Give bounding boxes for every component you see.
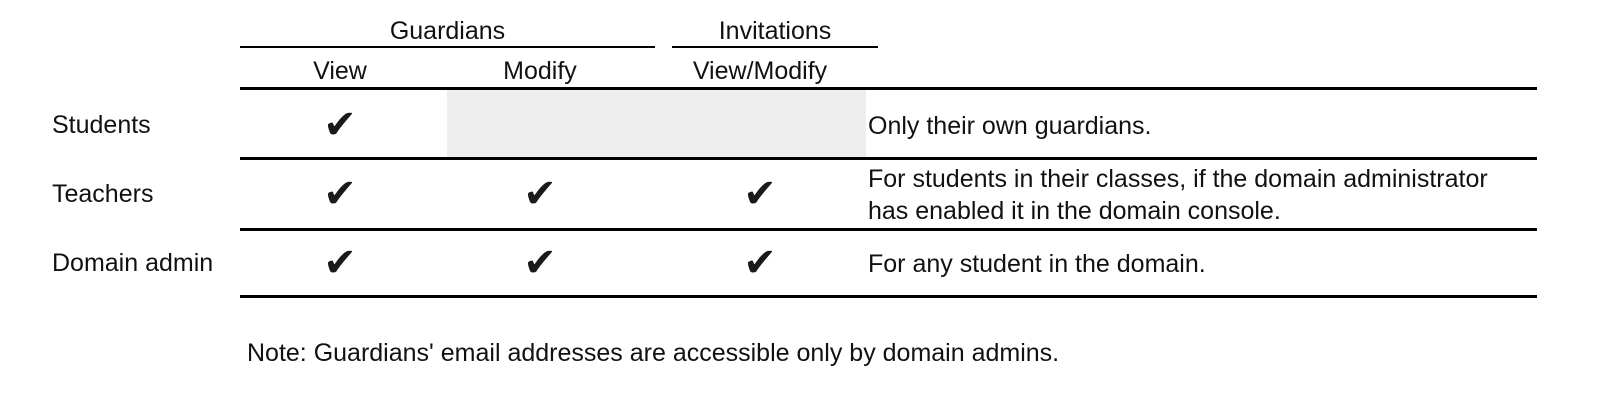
rule-group-guardians: [240, 46, 655, 48]
column-header-invitations-view-modify: View/Modify: [692, 57, 828, 85]
cell-teachers-guardians-view-check: ✔: [323, 171, 357, 217]
column-header-guardians-view: View: [313, 57, 367, 85]
cell-students-description: Only their own guardians.: [868, 112, 1152, 140]
cell-domain-admin-guardians-modify-check: ✔: [523, 240, 557, 286]
cell-teachers-guardians-modify-check: ✔: [523, 171, 557, 217]
rule-header-bottom: [240, 87, 1537, 90]
row-label-domain-admin: Domain admin: [52, 249, 214, 277]
column-group-invitations: Invitations: [718, 17, 832, 45]
rule-row-teachers-bottom: [240, 228, 1537, 231]
table-footnote: Note: Guardians' email addresses are acc…: [247, 339, 1060, 367]
cell-domain-admin-guardians-view-check: ✔: [323, 240, 357, 286]
cell-domain-admin-description: For any student in the domain.: [868, 250, 1206, 278]
row-label-teachers: Teachers: [52, 180, 154, 208]
column-header-guardians-modify: Modify: [503, 57, 577, 85]
rule-row-students-bottom: [240, 157, 1537, 160]
cell-domain-admin-invitations-check: ✔: [743, 240, 777, 286]
column-group-guardians: Guardians: [389, 17, 506, 45]
cell-teachers-description: For students in their classes, if the do…: [868, 165, 1488, 225]
rule-table-bottom: [240, 295, 1537, 298]
cell-students-guardians-view-check: ✔: [323, 102, 357, 148]
row-label-students: Students: [52, 111, 151, 139]
cell-students-not-available-shade: [447, 90, 866, 157]
cell-teachers-invitations-check: ✔: [743, 171, 777, 217]
rule-group-invitations: [672, 46, 878, 48]
